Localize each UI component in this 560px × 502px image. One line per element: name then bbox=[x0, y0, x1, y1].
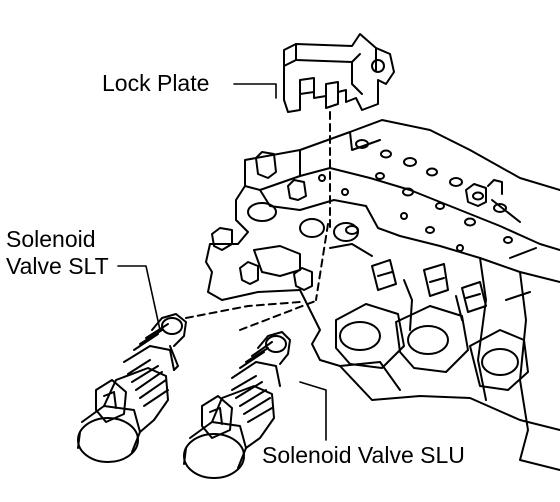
label-lock-plate: Lock Plate bbox=[102, 70, 210, 96]
valve-body bbox=[205, 119, 560, 471]
solenoid-valve-slt-part bbox=[77, 313, 187, 463]
solenoid-valve-slu-part bbox=[183, 331, 291, 479]
label-solenoid-valve-slt: Solenoid Valve SLT bbox=[6, 226, 109, 280]
lock-plate-part bbox=[283, 33, 395, 113]
leader-lines bbox=[117, 83, 327, 441]
label-solenoid-valve-slu: Solenoid Valve SLU bbox=[262, 442, 465, 468]
assembly-guide-lines bbox=[185, 111, 331, 331]
label-slt-line2: Valve SLT bbox=[6, 253, 109, 279]
label-slt-line1: Solenoid bbox=[6, 226, 96, 252]
